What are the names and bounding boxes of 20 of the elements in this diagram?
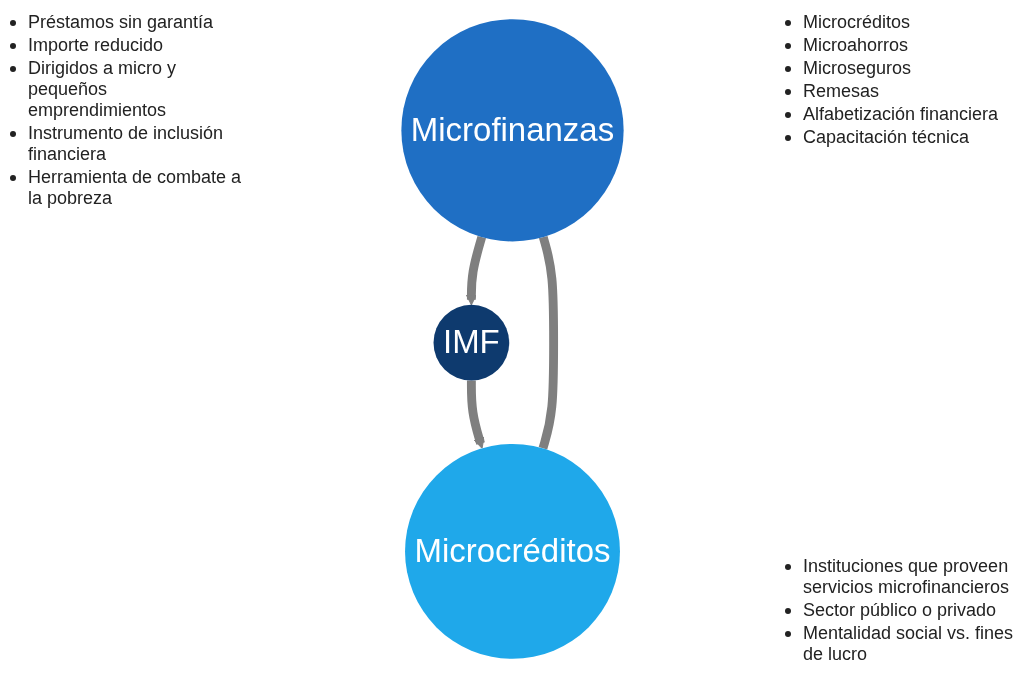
bullet-text: Microcréditos	[803, 12, 911, 33]
bullet-text: Sector público o privado	[803, 600, 997, 621]
node-circle: Microcréditos	[405, 443, 620, 659]
arrow	[466, 380, 485, 449]
bullet-text: Mentalidad social vs. fines de lucro	[803, 623, 1015, 665]
bullet-text: Herramienta de combate a la pobreza	[28, 167, 243, 209]
bullet-text: Dirigidos a micro y pequeños emprendimientos	[28, 58, 178, 121]
bullet-text: Capacitación técnica	[803, 127, 970, 148]
bullet-text: Instituciones que proveen servicios microfinancieros	[803, 556, 1011, 598]
bullet-text: Instrumento de inclusión financiera	[28, 123, 225, 165]
bullet-text: Microseguros	[803, 58, 912, 79]
bullet-text: Préstamos sin garantía	[28, 12, 214, 33]
node-circle: IMF	[433, 304, 510, 381]
bullet-text: Remesas	[803, 81, 880, 102]
bullet-text: Alfabetización financiera	[803, 104, 999, 125]
connector	[538, 235, 559, 450]
arrow	[465, 235, 486, 305]
bullet-text: Microahorros	[803, 35, 909, 56]
node-circle: Microfinanzas	[401, 18, 624, 241]
bullet-text: Importe reducido	[28, 35, 164, 56]
